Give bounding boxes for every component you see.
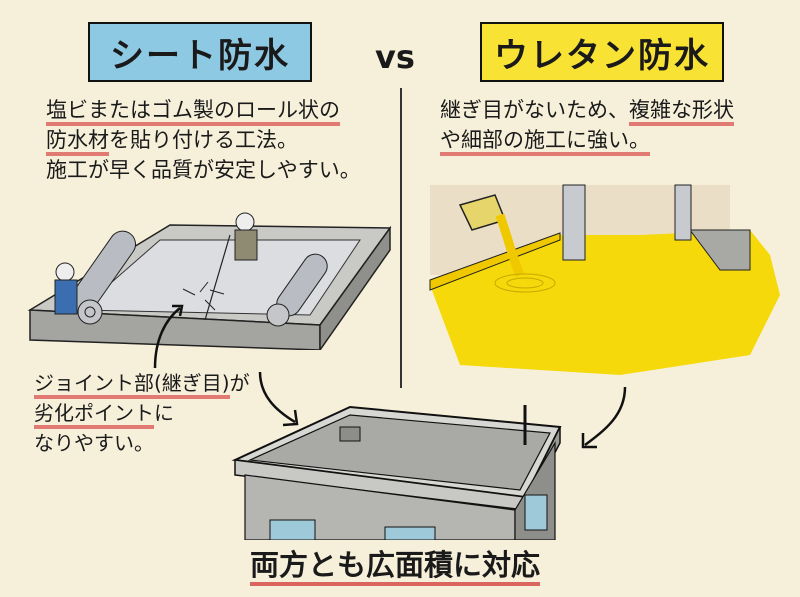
desc-line: や細部の施工に強い。 [440,125,734,156]
pointer-arrow-icon [581,386,627,449]
sheet-waterproofing-title: シート防水 [88,22,312,82]
plain-text: を貼り付ける工法。 [109,128,298,152]
note-line: なりやすい。 [34,428,250,458]
center-divider [400,88,402,388]
pointer-arrow-icon [258,371,299,427]
desc-line: 継ぎ目がないため、複雑な形状 [440,95,734,126]
urethane-pour-illustration [429,184,780,375]
plain-text: なりやすい。 [34,431,154,455]
plain-text: が [229,371,250,395]
flat-roof-building-illustration [231,405,562,540]
desc-line: 施工が早く品質が安定しやすい。 [46,155,361,185]
highlight-text: 複雑な形状 [629,98,734,126]
plain-text: に [154,401,174,425]
highlight-text: 防水材 [46,128,109,156]
pointer-arrow-icon [153,304,184,369]
sheet-description: 塩ビまたはゴム製のロール状の 防水材を貼り付ける工法。 施工が早く品質が安定しや… [46,95,361,185]
plain-text: 施工が早く品質が安定しやすい。 [46,158,361,182]
footer-text: 両方とも広面積に対応 [250,548,541,586]
plain-text: 継ぎ目がないため、 [440,98,629,122]
highlight-text: 劣化ポイント [34,401,154,429]
footer-caption: 両方とも広面積に対応 [250,542,541,586]
urethane-waterproofing-title: ウレタン防水 [480,22,724,82]
sheet-rolls-illustration [27,212,392,350]
note-line: ジョイント部(継ぎ目)が [34,368,250,399]
desc-line: 防水材を貼り付ける工法。 [46,125,361,156]
highlight-text: や細部の施工に強い。 [440,128,650,156]
note-line: 劣化ポイントに [34,398,250,429]
highlight-text: ジョイント部(継ぎ目) [34,371,230,399]
desc-line: 塩ビまたはゴム製のロール状の [46,95,361,126]
joint-note: ジョイント部(継ぎ目)が 劣化ポイントに なりやすい。 [34,368,250,458]
highlight-text: 塩ビまたはゴム製のロール状の [46,98,340,126]
title-text: シート防水 [110,35,290,76]
urethane-description: 継ぎ目がないため、複雑な形状 や細部の施工に強い。 [440,95,734,156]
vs-label: vs [375,38,415,76]
title-text: ウレタン防水 [494,35,710,76]
